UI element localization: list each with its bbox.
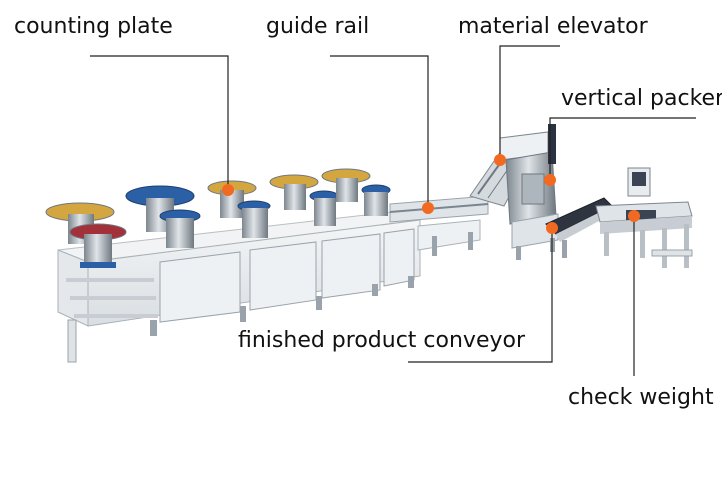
- leader-line-finished-product-conveyor: [408, 228, 553, 363]
- vertical-packer: [505, 124, 559, 260]
- label-material-elevator: material elevator: [458, 14, 648, 39]
- leader-line-material-elevator: [499, 45, 560, 160]
- label-guide-rail: guide rail: [266, 14, 370, 39]
- marker-vertical-packer: [544, 174, 556, 186]
- marker-check-weight: [628, 210, 640, 222]
- marker-finished-product-conveyor: [546, 222, 558, 234]
- label-check-weight: check weight: [568, 385, 714, 410]
- leader-line-vertical-packer: [549, 117, 696, 180]
- leader-lines: [90, 45, 696, 376]
- check-weigher: [595, 167, 693, 268]
- label-finished-product-conveyor: finished product conveyor: [238, 328, 525, 353]
- marker-counting-plate: [222, 184, 234, 196]
- markers: [222, 154, 640, 234]
- label-vertical-packer: vertical packer: [561, 86, 722, 111]
- material-elevator: [469, 131, 549, 207]
- guide-rail-conveyor: [389, 195, 489, 256]
- label-counting-plate: counting plate: [14, 14, 173, 39]
- vibratory-bowls: [45, 168, 391, 268]
- marker-material-elevator: [494, 154, 506, 166]
- marker-guide-rail: [422, 202, 434, 214]
- leader-line-counting-plate: [90, 55, 229, 190]
- feeder-bench: [57, 211, 421, 363]
- leader-line-guide-rail: [330, 55, 429, 208]
